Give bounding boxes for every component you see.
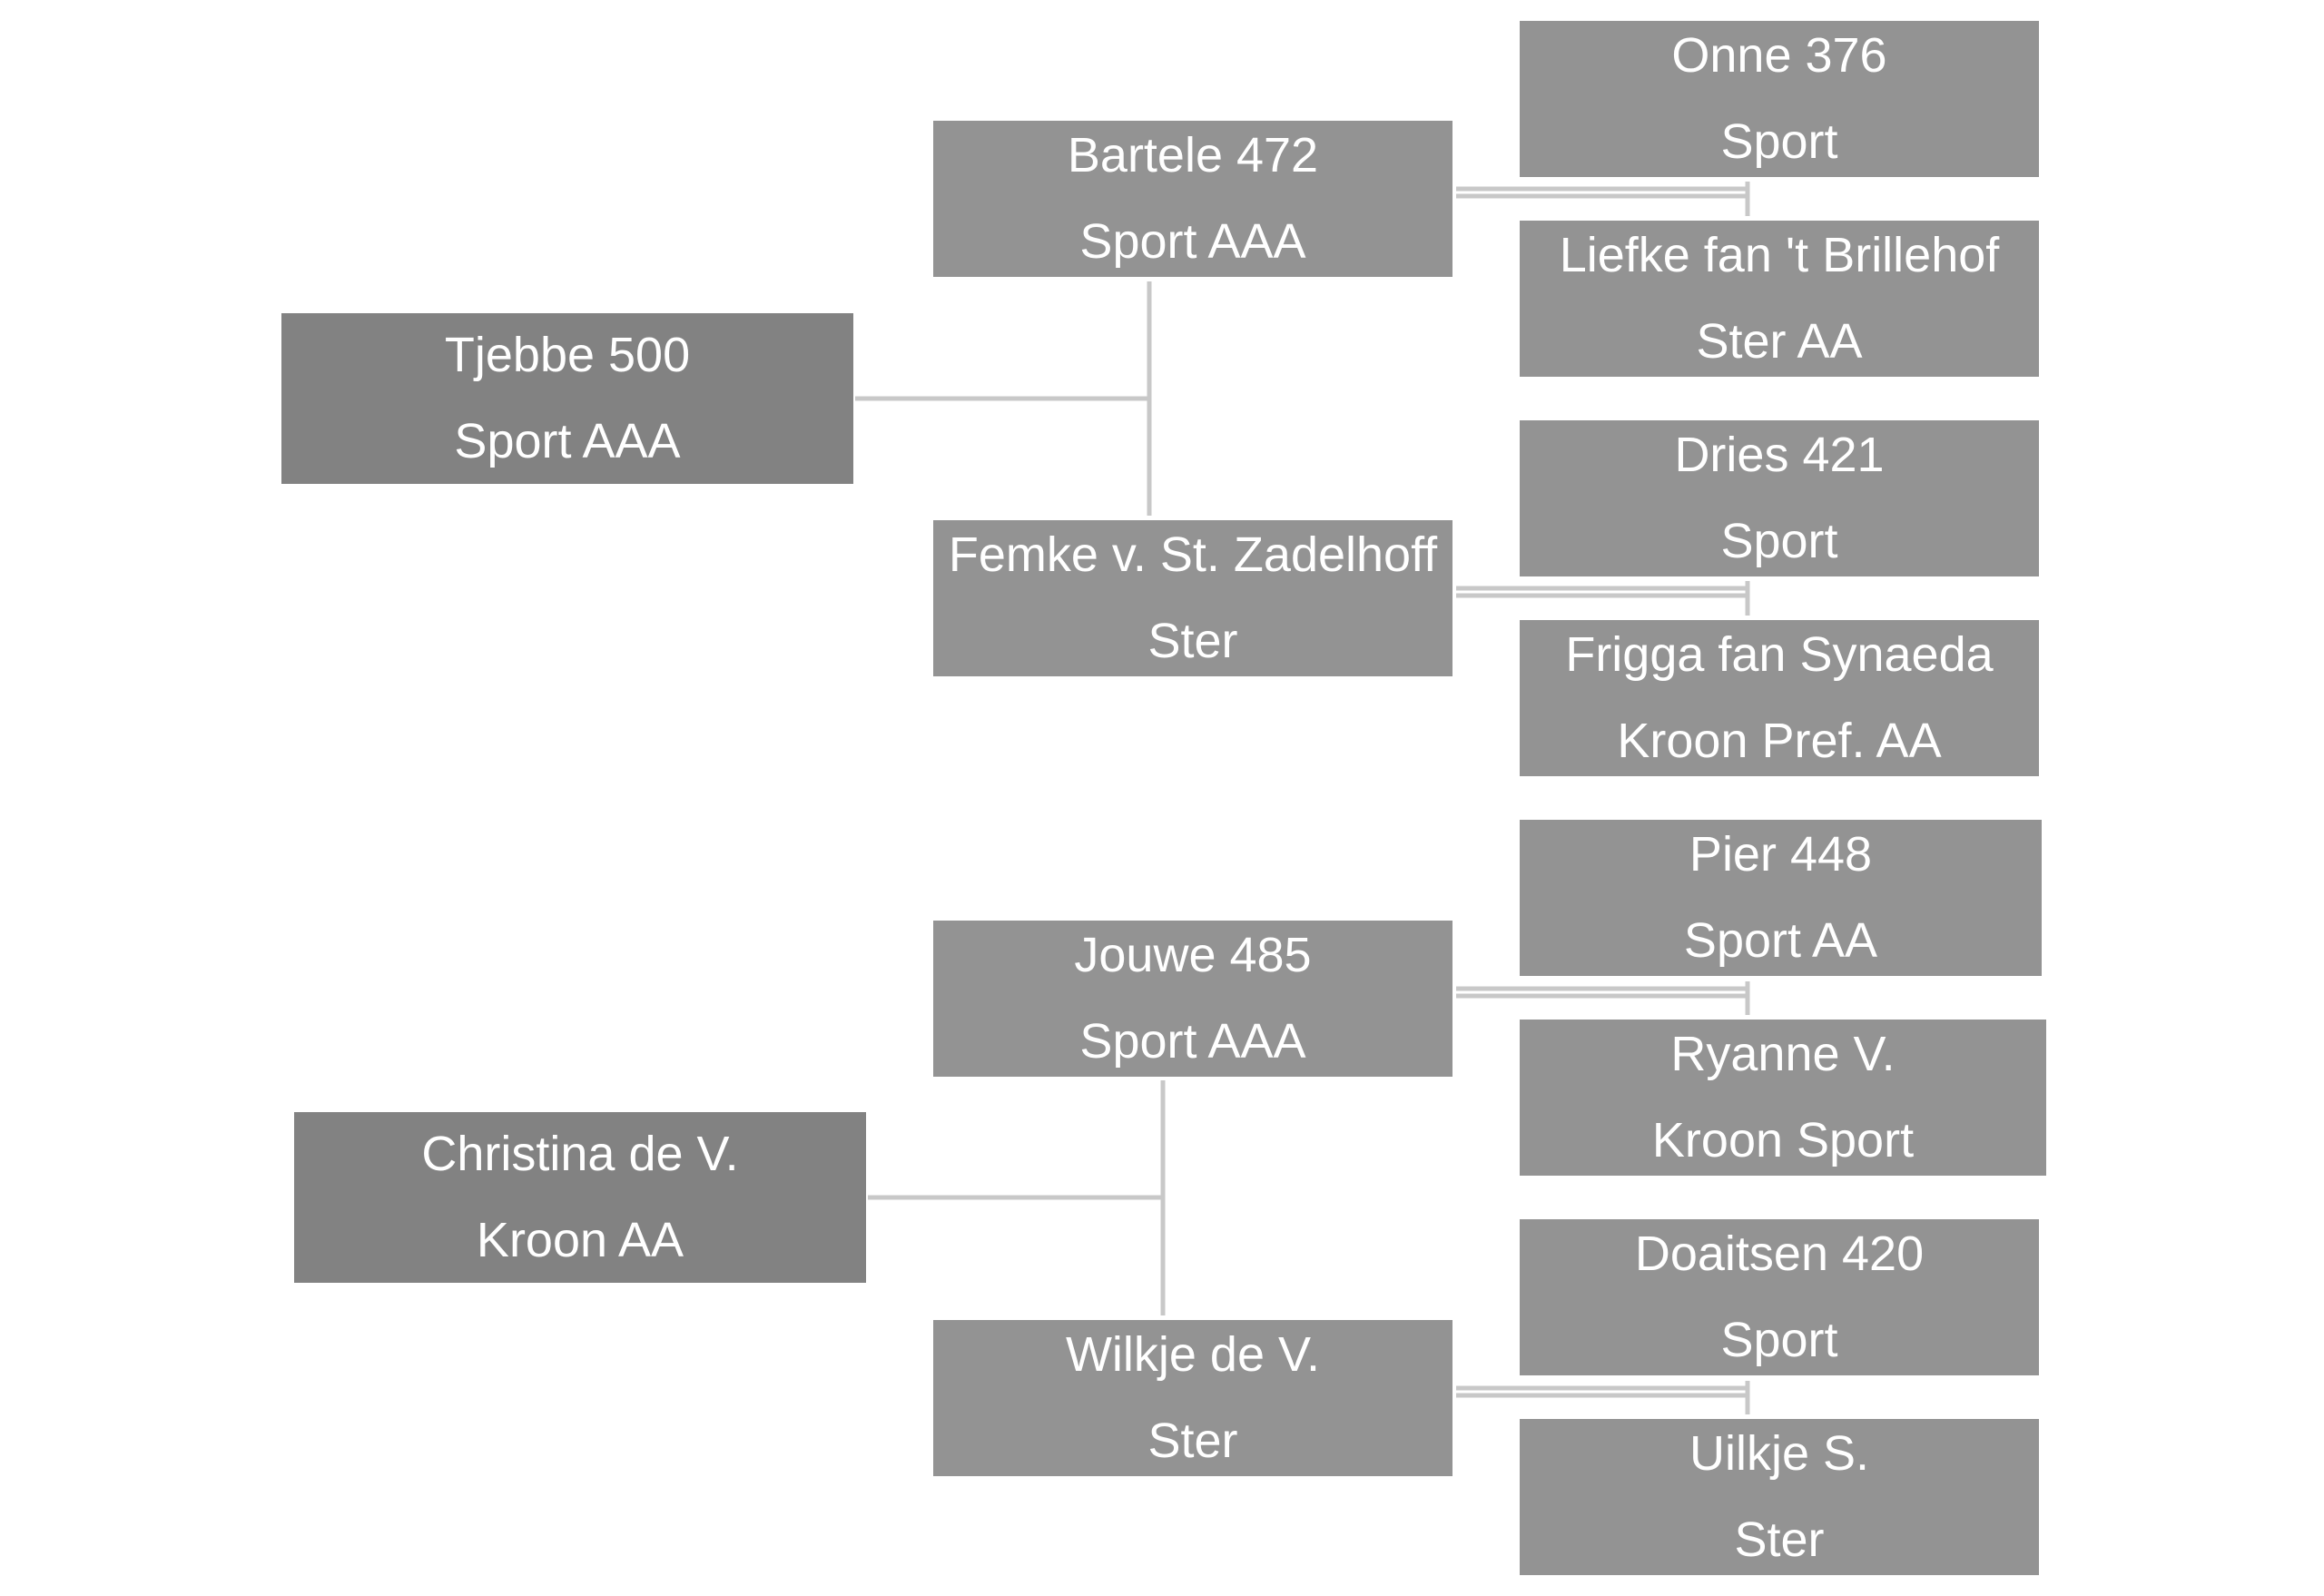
dam-predicate: Ster bbox=[1147, 1414, 1238, 1468]
sire-predicate: Sport AAA bbox=[1079, 1014, 1306, 1069]
grandparent-predicate: Sport bbox=[1720, 514, 1838, 568]
subject-name: Tjebbe 500 bbox=[444, 328, 691, 382]
grandparent-name: Frigga fan Synaeda bbox=[1565, 627, 1994, 682]
paternal-granddam-box: Ryanne V. Kroon Sport bbox=[1520, 1020, 2046, 1176]
connector-parent-2-1 bbox=[1456, 981, 1750, 1015]
paternal-grandsire-box: Pier 448 Sport AA bbox=[1520, 820, 2042, 976]
grandparent-predicate: Sport AA bbox=[1683, 913, 1878, 968]
grandparent-predicate: Kroon Sport bbox=[1651, 1113, 1915, 1167]
maternal-granddam-box: Frigga fan Synaeda Kroon Pref. AA bbox=[1520, 620, 2039, 776]
grandparent-name: Dries 421 bbox=[1674, 428, 1885, 482]
dam-predicate: Ster bbox=[1147, 614, 1238, 668]
connector-parent-2-2 bbox=[1456, 1381, 1750, 1414]
sire-predicate: Sport AAA bbox=[1079, 214, 1306, 269]
sire-box: Jouwe 485 Sport AAA bbox=[933, 921, 1452, 1077]
grandparent-predicate: Sport bbox=[1720, 114, 1838, 169]
paternal-granddam-box: Liefke fan 't Brillehof Ster AA bbox=[1520, 221, 2039, 377]
subject-name: Christina de V. bbox=[421, 1127, 739, 1181]
sire-box: Bartele 472 Sport AAA bbox=[933, 121, 1452, 277]
dam-name: Wilkje de V. bbox=[1065, 1327, 1321, 1382]
dam-name: Femke v. St. Zadelhoff bbox=[948, 527, 1438, 582]
sire-name: Bartele 472 bbox=[1067, 128, 1319, 182]
subject-predicate: Sport AAA bbox=[454, 414, 681, 468]
connector-parent-1-2 bbox=[1456, 581, 1750, 616]
grandparent-name: Pier 448 bbox=[1689, 827, 1873, 882]
sire-name: Jouwe 485 bbox=[1074, 928, 1312, 982]
connector-parent-1-1 bbox=[1456, 182, 1750, 216]
paternal-grandsire-box: Onne 376 Sport bbox=[1520, 21, 2039, 177]
maternal-grandsire-box: Doaitsen 420 Sport bbox=[1520, 1219, 2039, 1375]
maternal-granddam-box: Uilkje S. Ster bbox=[1520, 1419, 2039, 1575]
subject-box: Tjebbe 500 Sport AAA bbox=[281, 313, 853, 484]
grandparent-name: Uilkje S. bbox=[1689, 1426, 1870, 1481]
grandparent-predicate: Sport bbox=[1720, 1313, 1838, 1367]
maternal-grandsire-box: Dries 421 Sport bbox=[1520, 420, 2039, 576]
grandparent-predicate: Kroon Pref. AA bbox=[1617, 714, 1942, 768]
grandparent-predicate: Ster AA bbox=[1696, 314, 1863, 369]
dam-box: Wilkje de V. Ster bbox=[933, 1320, 1452, 1476]
grandparent-name: Doaitsen 420 bbox=[1634, 1227, 1925, 1281]
grandparent-name: Onne 376 bbox=[1671, 28, 1887, 83]
subject-box: Christina de V. Kroon AA bbox=[294, 1112, 866, 1283]
dam-box: Femke v. St. Zadelhoff Ster bbox=[933, 520, 1452, 676]
grandparent-predicate: Ster bbox=[1734, 1512, 1825, 1567]
subject-predicate: Kroon AA bbox=[476, 1213, 684, 1267]
grandparent-name: Ryanne V. bbox=[1670, 1027, 1896, 1081]
grandparent-name: Liefke fan 't Brillehof bbox=[1559, 228, 2000, 282]
